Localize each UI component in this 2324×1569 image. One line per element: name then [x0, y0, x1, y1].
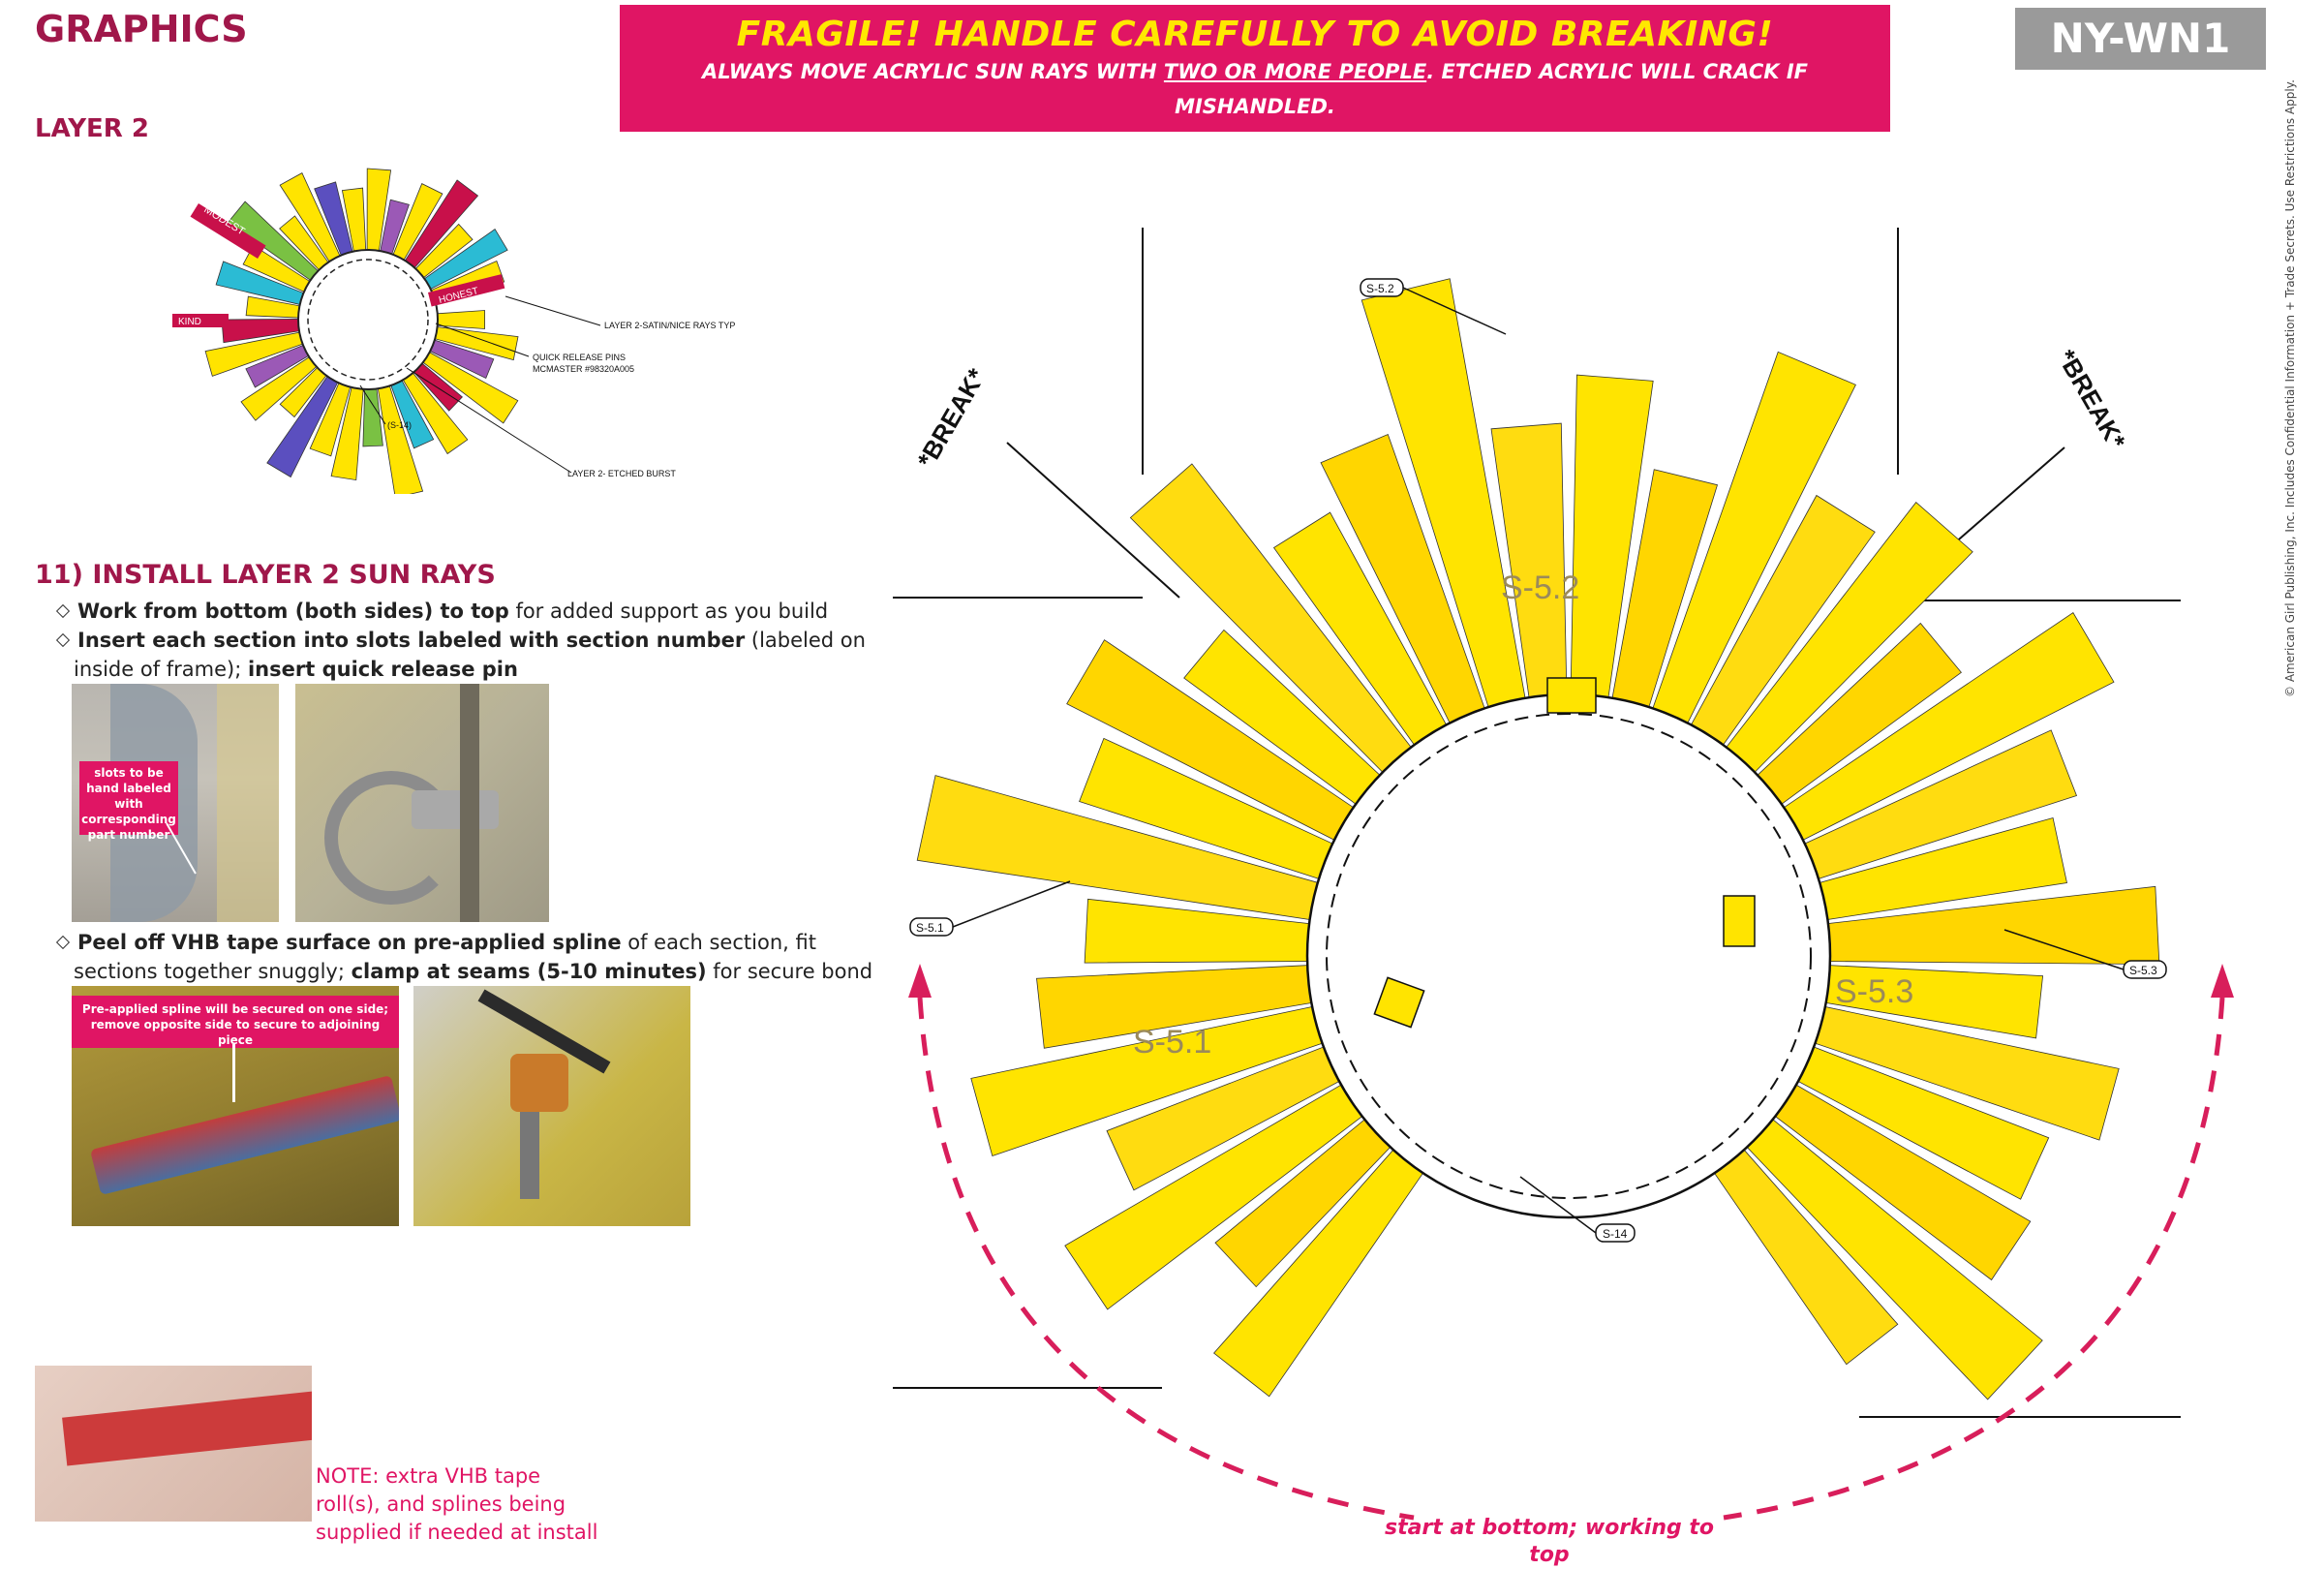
svg-text:KIND: KIND: [178, 317, 201, 327]
svg-text:S-14: S-14: [1603, 1227, 1628, 1241]
callout-slots: slots to be hand labeled with correspond…: [79, 761, 178, 842]
sun-rays-install-diagram: *BREAK* *BREAK* S-5.2 S-5.3 S-5.1 S-5.2 …: [893, 228, 2234, 1521]
label-rays-typ: LAYER 2-SATIN/NICE RAYS TYP: [604, 321, 735, 330]
note-text: NOTE: extra VHB tape roll(s), and spline…: [316, 1464, 598, 1544]
sun-ray: [431, 310, 486, 329]
photo-frame-slots: slots to be hand labeled with correspond…: [72, 684, 279, 922]
tag-s14: S-14: [1519, 1176, 1636, 1243]
frame-lines: [893, 228, 2181, 1418]
warning-line-1: ALWAYS MOVE ACRYLIC SUN RAYS WITH TWO OR…: [701, 60, 1808, 118]
instruction-2: Insert each section into slots labeled w…: [54, 626, 866, 655]
step-instructions-2: Peel off VHB tape surface on pre-applied…: [54, 928, 873, 986]
svg-text:S-5.2: S-5.2: [1366, 282, 1394, 295]
direction-arc-right: [1723, 997, 2225, 1521]
instruction-2-cont: inside of frame); insert quick release p…: [74, 658, 518, 681]
fragile-warning-banner: FRAGILE! HANDLE CAREFULLY TO AVOID BREAK…: [620, 5, 1890, 153]
label-s14-small: (S-14): [387, 420, 412, 430]
svg-text:S-5.1: S-5.1: [916, 921, 944, 935]
instruction-3-cont: sections together snuggly; clamp at seam…: [74, 960, 873, 983]
main-sun-rays: [916, 278, 2160, 1400]
callout-spline: Pre-applied spline will be secured on on…: [72, 996, 399, 1048]
section-label-s53: S-5.3: [1835, 973, 1913, 1010]
layer-2-thumbnail-diagram: MODEST HONEST KIND LAYER 2-SATIN/NICE RA…: [172, 168, 735, 494]
section-label-s52: S-5.2: [1501, 569, 1579, 606]
photo-clamp: [413, 986, 690, 1226]
arrow-up-icon: [908, 964, 932, 998]
page-code-badge: NY-WN1: [2015, 8, 2266, 70]
break-label-left: *BREAK*: [911, 363, 992, 473]
thumbnail-sun-rays: [204, 168, 519, 494]
direction-arc-left: [917, 997, 1415, 1521]
step-instructions: Work from bottom (both sides) to top for…: [54, 597, 866, 684]
copyright-notice: © American Girl Publishing, Inc. Include…: [2283, 79, 2297, 697]
quick-release-pin-slots: [1373, 677, 1756, 1029]
photo-spline: Pre-applied spline will be secured on on…: [72, 986, 399, 1226]
label-etched-burst: LAYER 2- ETCHED BURST: [567, 469, 676, 478]
photo-quick-release-pin: [295, 684, 549, 922]
tag-s53: S-5.3: [2003, 929, 2167, 979]
diamond-bullet-icon: [55, 935, 71, 950]
warning-line-2: DO NOT STORE VERTICAL. ALWAYS LAY FLAT B…: [791, 130, 1719, 153]
label-pins-2: MCMASTER #98320A005: [533, 364, 634, 374]
svg-text:S-5.3: S-5.3: [2129, 964, 2157, 977]
diamond-bullet-icon: [55, 632, 71, 648]
tag-s52: S-5.2: [1360, 278, 1507, 335]
tag-s51: S-5.1: [909, 880, 1071, 937]
warning-title: FRAGILE! HANDLE CAREFULLY TO AVOID BREAK…: [736, 15, 1774, 54]
photo-vhb-tape: [35, 1366, 312, 1522]
thumbnail-label-kind: KIND: [172, 314, 229, 327]
page-title: GRAPHICS: [35, 8, 248, 50]
arrow-up-icon: [2211, 964, 2234, 998]
label-pins-1: QUICK RELEASE PINS: [533, 353, 626, 362]
section-label-s51: S-5.1: [1133, 1024, 1211, 1061]
start-at-bottom-caption: start at bottom; working to top: [1384, 1516, 1715, 1567]
break-label-right: *BREAK*: [2052, 345, 2132, 454]
instruction-3: Peel off VHB tape surface on pre-applied…: [54, 928, 829, 957]
layer-title: LAYER 2: [35, 114, 149, 143]
step-title: 11) INSTALL LAYER 2 SUN RAYS: [35, 560, 496, 590]
instruction-1: Work from bottom (both sides) to top for…: [54, 597, 828, 626]
diamond-bullet-icon: [55, 603, 71, 619]
